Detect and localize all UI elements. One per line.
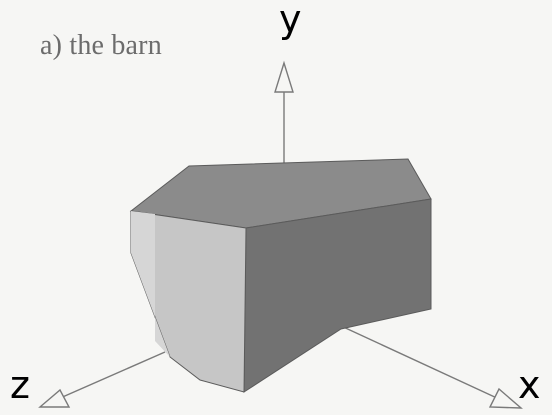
- axes: [38, 60, 523, 409]
- barn-gable-end-highlight: [131, 211, 170, 357]
- z-axis-line: [57, 351, 166, 400]
- y-axis-label: y: [279, 0, 302, 41]
- x-axis-label: x: [518, 363, 541, 407]
- barn-side-face: [243, 198, 432, 393]
- z-axis-arrowhead: [38, 388, 71, 408]
- barn: [129, 158, 432, 393]
- x-axis-arrowhead: [488, 387, 523, 409]
- x-axis-line: [338, 324, 500, 400]
- y-axis-arrowhead: [274, 60, 294, 93]
- z-axis-label: z: [10, 363, 30, 407]
- figure-caption: a) the barn: [40, 30, 162, 61]
